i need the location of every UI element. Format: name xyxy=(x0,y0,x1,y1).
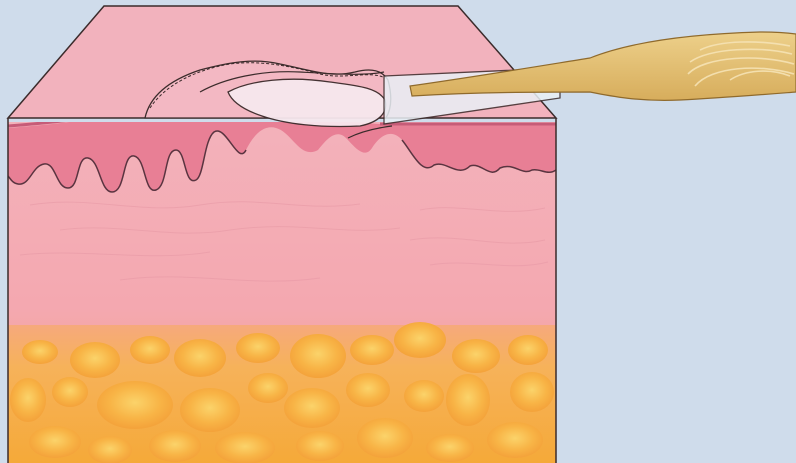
illustration-svg xyxy=(0,0,796,463)
skin-excision-illustration xyxy=(0,0,796,463)
